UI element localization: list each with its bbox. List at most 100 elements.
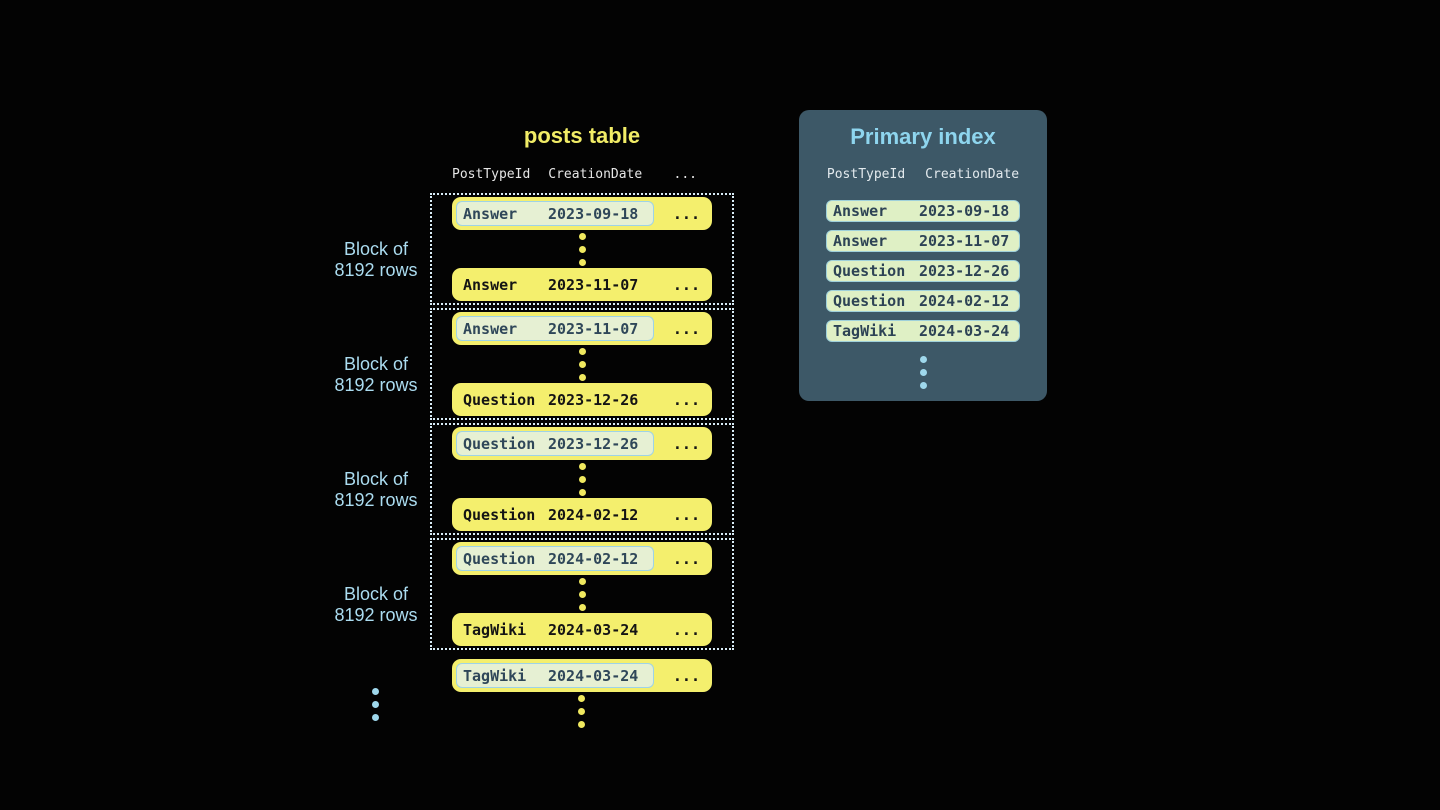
cell-creationdate: 2024-02-12 (548, 505, 639, 524)
block-label-line1: Block of (343, 469, 409, 489)
cell-creationdate: 2023-11-07 (919, 232, 1010, 250)
table-row-last: Answer 2023-11-07 ... (452, 268, 712, 301)
more-blocks-dots (372, 688, 379, 721)
dot (578, 695, 585, 702)
primary-key-plain: Question 2024-02-12 (456, 502, 654, 527)
dot (919, 382, 927, 389)
table-row-first: Question 2023-12-26 ... (452, 427, 712, 460)
primary-key-highlight: Question 2024-02-12 (456, 546, 654, 571)
block-label-line1: Block of (343, 354, 409, 374)
cell-creationdate: 2024-02-12 (919, 292, 1010, 310)
primary-key-plain: Question 2023-12-26 (456, 387, 654, 412)
cell-more-ellipsis: ... (672, 275, 700, 294)
table-row-first: Answer 2023-11-07 ... (452, 312, 712, 345)
cell-creationdate: 2023-09-18 (919, 202, 1010, 220)
primary-key-highlight: Question 2023-12-26 (456, 431, 654, 456)
table-row-last: TagWiki 2024-03-24 ... (452, 613, 712, 646)
cell-creationdate: 2023-11-07 (548, 275, 639, 294)
block-2: Answer 2023-11-07 ... Question 2023-12-2… (430, 308, 734, 420)
index-row: Answer 2023-09-18 (826, 200, 1020, 222)
cell-posttypeid: Question (463, 434, 536, 453)
cell-posttypeid: Question (463, 505, 536, 524)
column-header-more-ellipsis: ... (673, 167, 697, 182)
cell-posttypeid: TagWiki (463, 666, 527, 685)
block-1-label: Block of 8192 rows (300, 239, 452, 281)
dot (578, 373, 586, 381)
dot (578, 475, 586, 483)
primary-index-panel: Primary index PostTypeId CreationDate An… (799, 110, 1047, 401)
cell-more-ellipsis: ... (672, 390, 700, 409)
block-3: Question 2023-12-26 ... Question 2024-02… (430, 423, 734, 535)
cell-posttypeid: Answer (463, 319, 518, 338)
block-4: Question 2024-02-12 ... TagWiki 2024-03-… (430, 538, 734, 650)
dot (578, 603, 586, 611)
omitted-rows-dots (578, 462, 586, 496)
cell-posttypeid: Answer (833, 232, 888, 250)
cell-creationdate: 2023-09-18 (548, 204, 639, 223)
posts-table-blocks: Answer 2023-09-18 ... Answer 2023-11-07 … (430, 193, 734, 653)
omitted-rows-dots (578, 232, 586, 266)
cell-more-ellipsis: ... (672, 319, 700, 338)
cell-posttypeid: TagWiki (833, 322, 897, 340)
omitted-rows-dots (578, 347, 586, 381)
table-row-next-block-first: TagWiki 2024-03-24 ... (452, 659, 712, 692)
more-index-entries-dots (919, 356, 927, 389)
cell-creationdate: 2023-12-26 (548, 390, 639, 409)
column-header-posttypeid: PostTypeId (826, 167, 906, 182)
cell-posttypeid: Answer (833, 202, 888, 220)
cell-more-ellipsis: ... (672, 620, 700, 639)
column-header-creationdate: CreationDate (548, 167, 643, 182)
cell-posttypeid: Question (463, 390, 536, 409)
table-row-last: Question 2024-02-12 ... (452, 498, 712, 531)
block-label-line2: 8192 rows (334, 605, 418, 625)
block-label-line2: 8192 rows (334, 375, 418, 395)
cell-more-ellipsis: ... (672, 505, 700, 524)
dot (578, 488, 586, 496)
primary-key-highlight: Answer 2023-09-18 (456, 201, 654, 226)
block-label-line2: 8192 rows (334, 260, 418, 280)
dot (578, 347, 586, 355)
dot (578, 708, 585, 715)
dot (578, 258, 586, 266)
column-header-creationdate: CreationDate (925, 167, 1020, 182)
cell-creationdate: 2023-11-07 (548, 319, 639, 338)
block-label-line2: 8192 rows (334, 490, 418, 510)
cell-posttypeid: Answer (463, 204, 518, 223)
cell-posttypeid: Question (833, 262, 906, 280)
cell-creationdate: 2023-12-26 (548, 434, 639, 453)
block-3-label: Block of 8192 rows (300, 469, 452, 511)
block-4-label: Block of 8192 rows (300, 584, 452, 626)
table-row-last: Question 2023-12-26 ... (452, 383, 712, 416)
block-label-line1: Block of (343, 239, 409, 259)
posts-table-column-headers: PostTypeId CreationDate ... (452, 167, 712, 182)
primary-key-highlight: Answer 2023-11-07 (456, 316, 654, 341)
column-header-posttypeid: PostTypeId (452, 167, 531, 182)
dot (372, 714, 379, 721)
table-row-first: Question 2024-02-12 ... (452, 542, 712, 575)
cell-creationdate: 2023-12-26 (919, 262, 1010, 280)
cell-posttypeid: Question (833, 292, 906, 310)
dot (578, 721, 585, 728)
primary-index-title: Primary index (850, 124, 996, 149)
index-row: Question 2024-02-12 (826, 290, 1020, 312)
dot (372, 688, 379, 695)
cell-creationdate: 2024-03-24 (548, 666, 639, 685)
dot (578, 245, 586, 253)
table-row-first: Answer 2023-09-18 ... (452, 197, 712, 230)
index-row: Question 2023-12-26 (826, 260, 1020, 282)
cell-creationdate: 2024-02-12 (548, 549, 639, 568)
dot (578, 232, 586, 240)
dot (578, 360, 586, 368)
posts-table-title: posts table (523, 123, 641, 148)
primary-key-plain: TagWiki 2024-03-24 (456, 617, 654, 642)
dot (372, 701, 379, 708)
block-2-label: Block of 8192 rows (300, 354, 452, 396)
cell-creationdate: 2024-03-24 (919, 322, 1010, 340)
cell-creationdate: 2024-03-24 (548, 620, 639, 639)
dot (578, 462, 586, 470)
dot (578, 590, 586, 598)
index-row: Answer 2023-11-07 (826, 230, 1020, 252)
block-label-line1: Block of (343, 584, 409, 604)
omitted-rows-dots (578, 577, 586, 611)
